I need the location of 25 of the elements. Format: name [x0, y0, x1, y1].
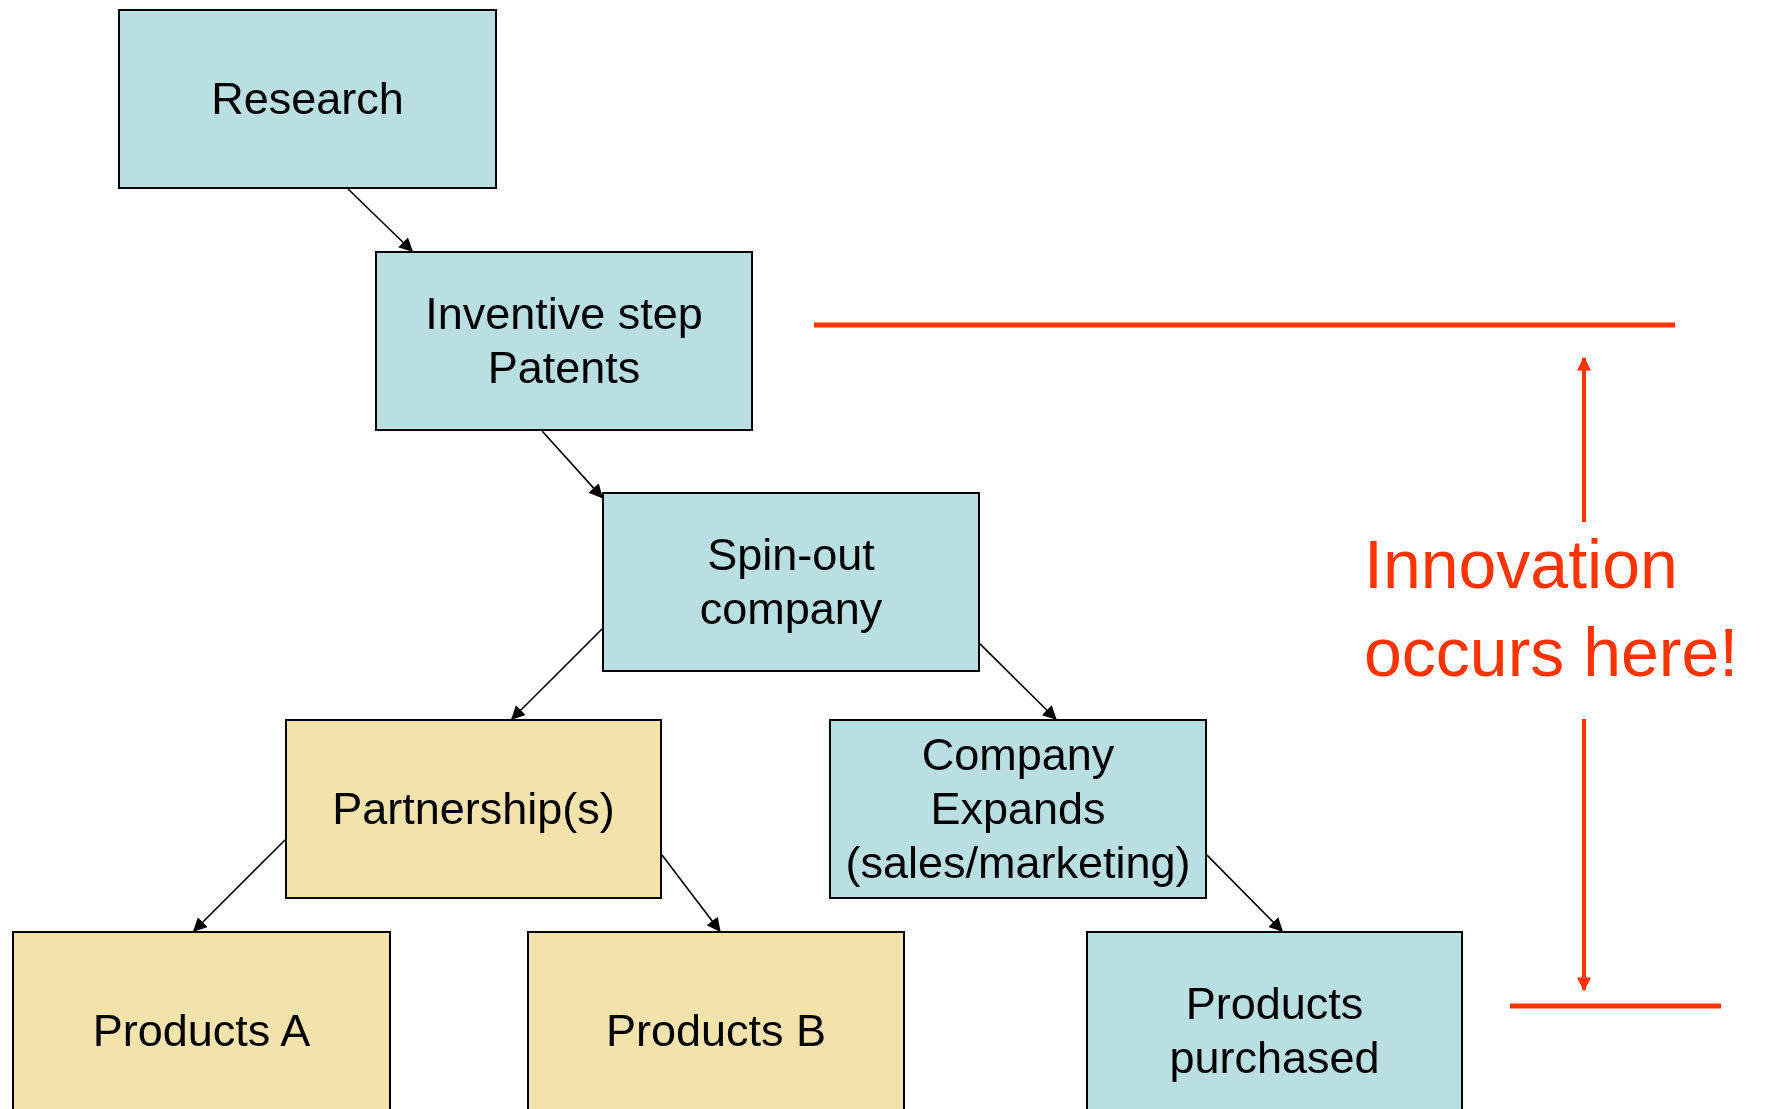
process-box — [602, 492, 980, 672]
box-label: Products B — [605, 1004, 827, 1058]
box-label: Patents — [487, 341, 641, 395]
arrow — [979, 643, 1057, 720]
box-label: Spin-out company — [698, 528, 884, 636]
box-label: Products A — [92, 1004, 311, 1058]
process-box — [118, 9, 497, 189]
process-box — [12, 931, 391, 1109]
arrow — [510, 628, 603, 720]
arrow — [661, 854, 721, 933]
box-label: Company Expands (sales/marketing) — [844, 728, 1192, 890]
process-box — [527, 931, 905, 1109]
arrow — [347, 188, 414, 252]
box-label: Products purchased — [1168, 977, 1381, 1085]
process-box — [829, 719, 1207, 899]
arrow — [541, 430, 603, 499]
box-label: Inventive step — [425, 287, 703, 341]
arrow — [192, 839, 286, 932]
process-box — [285, 719, 662, 899]
process-box — [375, 251, 753, 431]
process-box — [1086, 931, 1463, 1109]
annotation-text: Innovation occurs here! — [1364, 525, 1740, 693]
box-label: Partnership(s) — [332, 782, 615, 836]
arrow — [1206, 854, 1283, 932]
box-label: Research — [211, 72, 404, 126]
